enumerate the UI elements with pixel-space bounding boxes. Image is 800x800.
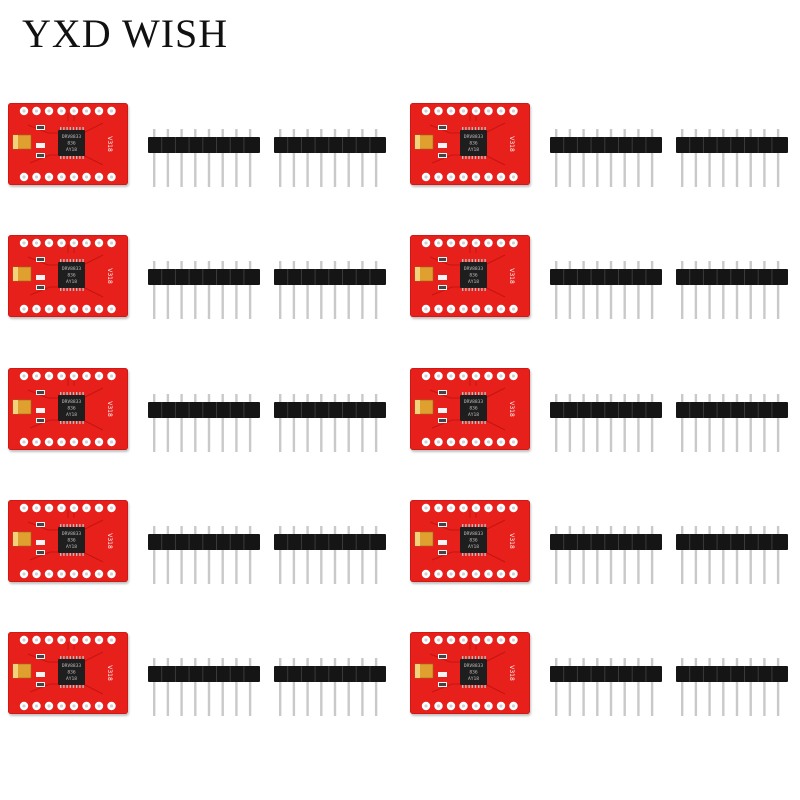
svg-text:V318: V318	[106, 665, 113, 681]
pin-header-strip	[676, 129, 791, 187]
pin-header-strip	[274, 526, 389, 584]
svg-text:DRV8833: DRV8833	[464, 266, 484, 272]
pin-header-strip	[550, 658, 665, 716]
svg-text:V318: V318	[508, 665, 515, 681]
svg-text:V318: V318	[508, 268, 515, 284]
pin-header-strip	[148, 261, 263, 319]
svg-text:836: 836	[67, 406, 76, 412]
brand-title: YXD WISH	[22, 11, 229, 56]
pin-header-strip	[550, 261, 665, 319]
pin-header-strip	[550, 394, 665, 452]
svg-text:DRV8833: DRV8833	[464, 531, 484, 537]
pin-header-strip	[274, 261, 389, 319]
svg-text:836: 836	[469, 141, 478, 147]
svg-text:V318: V318	[106, 268, 113, 284]
pin-header-strip	[676, 394, 791, 452]
svg-text:V318: V318	[106, 401, 113, 417]
svg-text:AY18: AY18	[468, 279, 479, 285]
svg-text:V318: V318	[508, 401, 515, 417]
svg-text:V318: V318	[508, 136, 515, 152]
pin-header-strip	[274, 658, 389, 716]
svg-text:AY18: AY18	[66, 544, 77, 550]
pin-header-strip	[676, 261, 791, 319]
pin-header-strip	[676, 526, 791, 584]
svg-text:AY18: AY18	[66, 676, 77, 682]
svg-text:V318: V318	[106, 533, 113, 549]
pin-header-strip	[274, 129, 389, 187]
svg-text:836: 836	[67, 538, 76, 544]
svg-text:836: 836	[67, 141, 76, 147]
svg-text:AY18: AY18	[66, 279, 77, 285]
svg-text:AY18: AY18	[468, 412, 479, 418]
pin-header-strip	[550, 526, 665, 584]
svg-text:V318: V318	[106, 136, 113, 152]
pin-header-strip	[148, 129, 263, 187]
svg-text:DRV8833: DRV8833	[62, 531, 82, 537]
svg-text:DRV8833: DRV8833	[464, 663, 484, 669]
svg-text:DRV8833: DRV8833	[62, 266, 82, 272]
svg-text:DRV8833: DRV8833	[62, 134, 82, 140]
svg-text:DRV8833: DRV8833	[464, 399, 484, 405]
svg-text:AY18: AY18	[66, 147, 77, 153]
pin-header-strip	[550, 129, 665, 187]
pin-header-strip	[148, 526, 263, 584]
svg-text:836: 836	[469, 406, 478, 412]
svg-text:DRV8833: DRV8833	[62, 663, 82, 669]
pin-header-strip	[274, 394, 389, 452]
svg-text:836: 836	[469, 670, 478, 676]
svg-text:DRV8833: DRV8833	[464, 134, 484, 140]
svg-text:836: 836	[469, 538, 478, 544]
svg-text:AY18: AY18	[66, 412, 77, 418]
svg-text:836: 836	[67, 273, 76, 279]
svg-text:DRV8833: DRV8833	[62, 399, 82, 405]
pin-header-strip	[148, 394, 263, 452]
svg-text:AY18: AY18	[468, 676, 479, 682]
svg-text:836: 836	[469, 273, 478, 279]
svg-text:836: 836	[67, 670, 76, 676]
svg-text:AY18: AY18	[468, 544, 479, 550]
svg-text:V318: V318	[508, 533, 515, 549]
pin-header-strip	[148, 658, 263, 716]
pin-header-strip	[676, 658, 791, 716]
svg-text:AY18: AY18	[468, 147, 479, 153]
